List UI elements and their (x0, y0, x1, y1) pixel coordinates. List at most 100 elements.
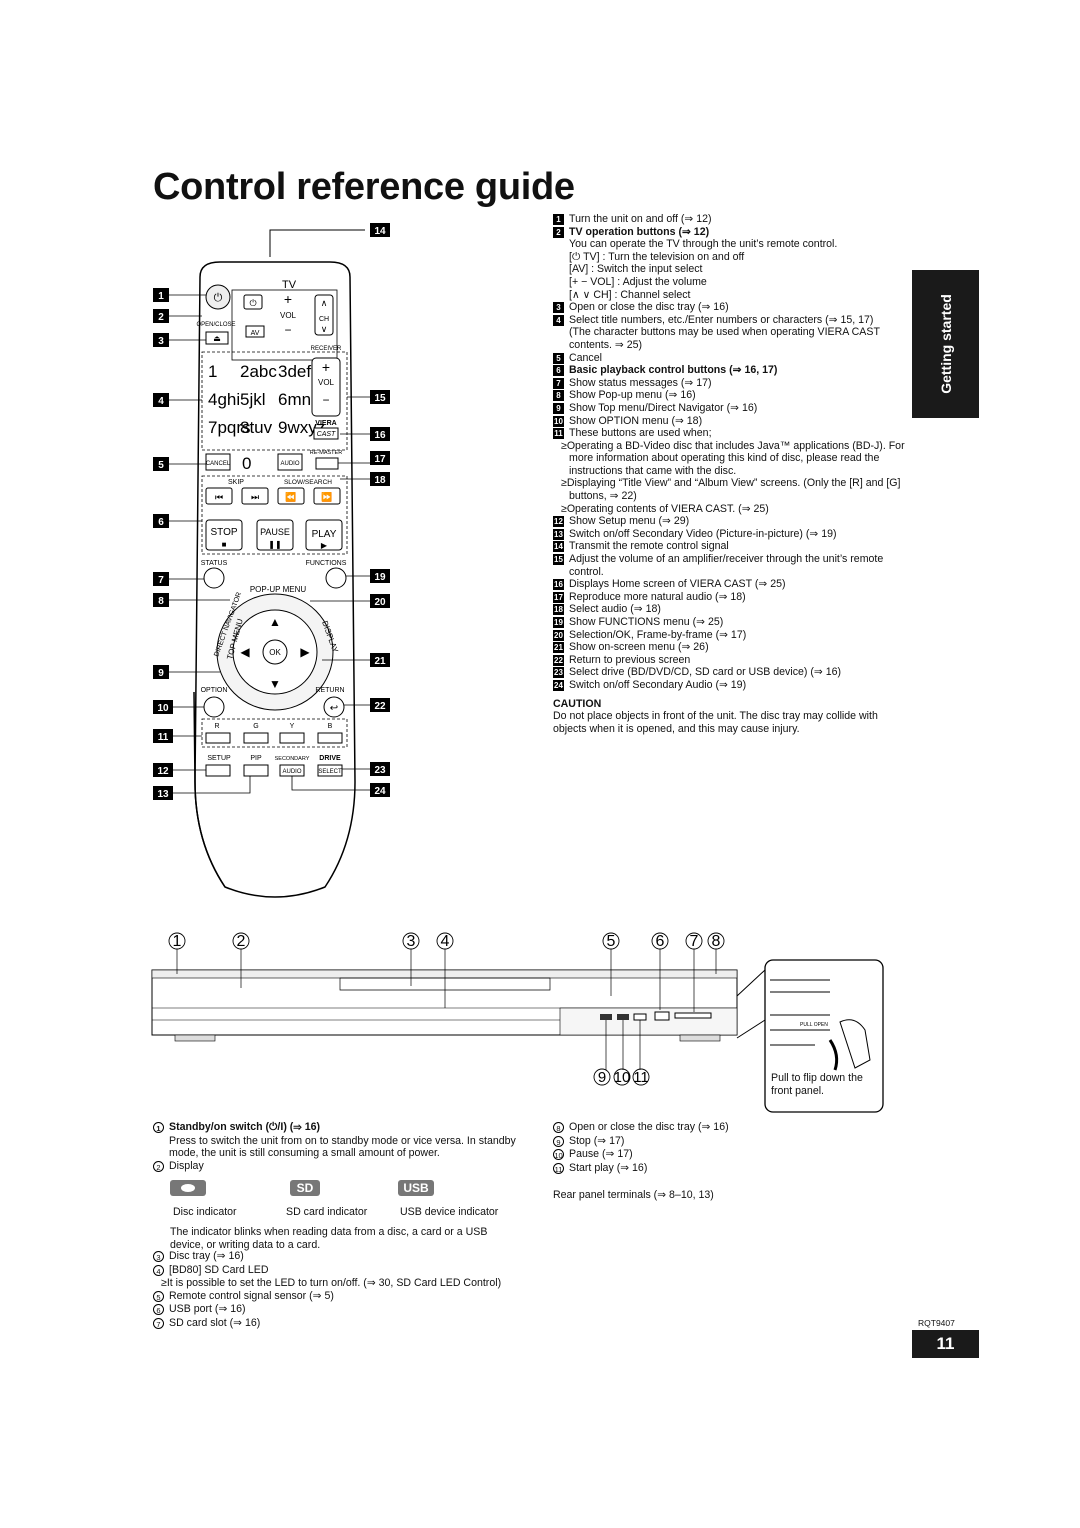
sd-indicator-icon: SD (290, 1180, 320, 1196)
svg-text:CANCEL: CANCEL (206, 461, 231, 467)
svg-text:AUDIO: AUDIO (280, 461, 299, 467)
callout-20: 20 (370, 594, 390, 608)
svg-text:18: 18 (374, 475, 386, 486)
svg-text:PIP: PIP (250, 755, 262, 762)
svg-text:R: R (214, 723, 219, 730)
svg-text:8: 8 (712, 933, 721, 950)
callout-13: 13 (153, 786, 173, 800)
svg-text:RETURN: RETURN (315, 687, 344, 694)
svg-text:⏻: ⏻ (214, 292, 223, 304)
svg-text:↩: ↩ (330, 703, 338, 714)
svg-text:SECONDARY: SECONDARY (275, 756, 310, 762)
svg-text:20: 20 (374, 597, 386, 608)
svg-text:POP-UP MENU: POP-UP MENU (250, 585, 307, 594)
svg-text:1: 1 (208, 362, 217, 381)
usb-indicator-icon: USB (398, 1180, 434, 1196)
svg-text:▶: ▶ (321, 541, 328, 550)
svg-text:5jkl: 5jkl (240, 390, 266, 409)
svg-text:9: 9 (598, 1069, 606, 1086)
callout-7: 7 (153, 572, 169, 586)
svg-text:VIERA: VIERA (315, 420, 336, 427)
svg-text:10: 10 (614, 1069, 631, 1086)
svg-text:6: 6 (158, 517, 164, 528)
indicator-note: The indicator blinks when reading data f… (170, 1226, 488, 1251)
callout-10: 10 (153, 700, 173, 714)
svg-text:AV: AV (251, 330, 260, 337)
list-item: (The character buttons may be used when … (569, 326, 880, 351)
svg-text:7pqrs: 7pqrs (208, 418, 251, 437)
caution-heading: CAUTION (553, 697, 602, 710)
callout-19: 19 (370, 569, 390, 583)
svg-text:VOL: VOL (280, 311, 297, 320)
list-bullet: ≥Displaying “Title View” and “Album View… (561, 477, 901, 503)
list-bullet: ≥Operating a BD-Video disc that includes… (561, 439, 905, 477)
svg-text:FUNCTIONS: FUNCTIONS (306, 560, 347, 567)
usb-indicator-label: USB device indicator (400, 1206, 499, 1218)
svg-text:RE-MASTER: RE-MASTER (310, 450, 342, 456)
callout-18: 18 (370, 472, 390, 486)
svg-text:❚❚: ❚❚ (268, 540, 281, 549)
callout-4: 4 (153, 393, 169, 407)
svg-text:SELECT: SELECT (318, 769, 342, 775)
svg-text:⏏: ⏏ (213, 334, 221, 343)
svg-text:1: 1 (158, 291, 164, 302)
rear-panel-note: Rear panel terminals (⇒ 8–10, 13) (553, 1189, 714, 1202)
svg-text:OK: OK (269, 648, 281, 657)
callout-14: 14 (370, 223, 390, 237)
svg-text:23: 23 (374, 765, 386, 776)
list-item: [∧ ∨ CH] : Channel select (569, 288, 691, 301)
svg-text:CAST: CAST (317, 431, 336, 438)
list-bullet: ≥Operating contents of VIERA CAST. (⇒ 25… (561, 502, 769, 515)
svg-text:6: 6 (656, 933, 665, 950)
svg-text:5: 5 (158, 460, 164, 471)
svg-text:OPTION: OPTION (201, 687, 228, 694)
svg-text:2: 2 (158, 312, 164, 323)
callout-22: 22 (370, 698, 390, 712)
callout-11: 11 (153, 729, 173, 743)
section-tab: Getting started (912, 270, 979, 418)
svg-text:5: 5 (607, 933, 616, 950)
pull-instruction: Pull to flip down the front panel. (771, 1072, 863, 1097)
callout-17: 17 (370, 451, 390, 465)
callout-24: 24 (370, 783, 390, 797)
document-code: RQT9407 (918, 1318, 955, 1328)
svg-text:0: 0 (242, 454, 251, 473)
svg-text:B: B (328, 723, 333, 730)
svg-text:4: 4 (158, 396, 164, 407)
svg-text:−: − (284, 323, 291, 337)
svg-text:3def: 3def (278, 362, 311, 381)
list-item: 4[BD80] SD Card LED (153, 1264, 518, 1278)
svg-text:SLOW/SEARCH: SLOW/SEARCH (284, 479, 332, 486)
svg-text:PAUSE: PAUSE (260, 527, 290, 537)
svg-text:19: 19 (374, 572, 386, 583)
svg-text:▲: ▲ (269, 615, 281, 629)
svg-text:24: 24 (374, 786, 386, 797)
svg-text:2: 2 (237, 933, 246, 950)
svg-text:OPEN/CLOSE: OPEN/CLOSE (196, 322, 235, 328)
callout-15: 15 (370, 390, 390, 404)
callout-2: 2 (153, 309, 169, 323)
callout-21: 21 (370, 653, 390, 667)
svg-text:8: 8 (158, 596, 164, 607)
svg-text:8tuv: 8tuv (240, 418, 273, 437)
callout-23: 23 (370, 762, 390, 776)
svg-text:13: 13 (157, 789, 169, 800)
